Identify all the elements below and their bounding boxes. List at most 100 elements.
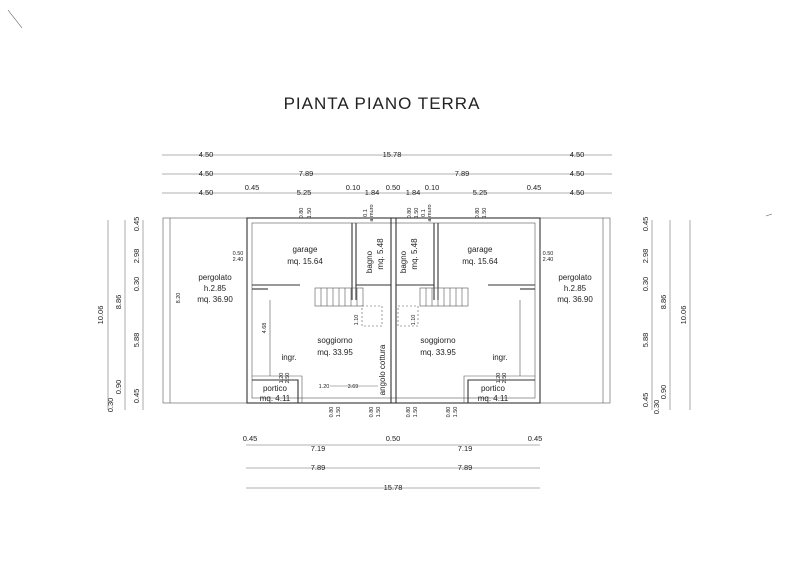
- portico-left-dim-b: 2.50: [285, 373, 291, 384]
- dim-right-total: 10.06: [679, 306, 688, 325]
- dim-bot3-0: 15.78: [384, 483, 403, 492]
- pergolato-right-height: h.2.85: [564, 284, 587, 293]
- stairs-right-treads: [425, 288, 463, 306]
- stairs-left: 1.10: [314, 287, 383, 327]
- portico-right-dim-a: 1.20: [496, 373, 502, 384]
- dim-left-4: 0.45: [132, 389, 141, 404]
- dim-top3-9: 0.45: [527, 183, 542, 192]
- corner-mark: [7, 9, 23, 29]
- win-top-r1-b: 1.50: [482, 208, 488, 219]
- ingr-right-label: ingr.: [492, 353, 507, 362]
- portico-left-name: portico: [263, 384, 288, 393]
- dim-top3-4: 1.84: [365, 188, 380, 197]
- portico-right-wall: [467, 379, 535, 403]
- dim-left-1: 2.98: [132, 249, 141, 264]
- portico-right-dim-b: 2.50: [502, 373, 508, 384]
- edge-mark: [765, 213, 773, 217]
- dim-top2-c: 7.89: [455, 169, 470, 178]
- portico-left-inner: [252, 375, 303, 403]
- plan-title: PIANTA PIANO TERRA: [284, 94, 481, 113]
- dim-top3-5: 0.50: [386, 183, 401, 192]
- win-top-r1-a: 0.80: [475, 208, 481, 219]
- dim-bot1-1: 7.19: [311, 444, 326, 453]
- portico-right-inner: [463, 375, 535, 403]
- dim-top3-10: 4.50: [570, 188, 585, 197]
- win-bot-1-b: 1.50: [336, 407, 342, 418]
- pergolato-left-name: pergolato: [198, 273, 232, 282]
- portico-left-area: mq. 4.11: [260, 394, 291, 403]
- dim-left-0: 0.45: [132, 217, 141, 232]
- stairs-right-landing: [397, 305, 419, 327]
- garage-right-name: garage: [468, 245, 493, 254]
- win-side-left-a: 0.50: [233, 251, 244, 257]
- win-bot-1-a: 0.80: [329, 407, 335, 418]
- win-bot-3-a: 0.80: [406, 407, 412, 418]
- dim-top1-left: 4.50: [199, 150, 214, 159]
- dim-right-4: 0.45: [641, 393, 650, 408]
- portico-left-wall: [252, 379, 299, 403]
- pergola-right: [539, 217, 611, 404]
- garage-right-area: mq. 15.64: [462, 257, 498, 266]
- garage-left-area: mq. 15.64: [287, 257, 323, 266]
- stairs-left-landing: [361, 305, 383, 327]
- win-side-right-b: 2.40: [543, 257, 554, 263]
- window-annotations: 0.80 1.50 0.1 a muro 0.80 1.50 0.1 a mur…: [233, 204, 554, 417]
- stairs-left-treads: [320, 288, 358, 306]
- pergola-left: [162, 217, 248, 404]
- win-bot-4-a: 0.80: [446, 407, 452, 418]
- bagno-right-area: mq. 5.48: [410, 238, 419, 270]
- dim-bot1-0: 0.45: [243, 434, 258, 443]
- dim-right-small-b: 0.90: [659, 385, 668, 400]
- dim-bot1-4: 0.45: [528, 434, 543, 443]
- pergolato-right-area: mq. 36.90: [557, 295, 593, 304]
- inner-wall-line: [251, 222, 536, 399]
- soggiorno-right-area: mq. 33.95: [420, 348, 456, 357]
- dim-left-small-a: 0.30: [106, 398, 115, 413]
- pergolato-right-name: pergolato: [558, 273, 592, 282]
- dim-right-3: 5.88: [641, 333, 650, 348]
- stair-label-left: 1.10: [354, 315, 360, 326]
- win-top-r2-d: a muro: [427, 204, 433, 221]
- dim-top3-6: 1.84: [406, 188, 421, 197]
- dim-top1-center: 15.78: [383, 150, 402, 159]
- win-top-l1-b: 1.50: [307, 208, 313, 219]
- inner-small-dim: 1.20: [319, 384, 330, 390]
- win-top-l2-a: 0.1: [363, 209, 369, 217]
- bagno-left-name: bagno: [365, 250, 374, 273]
- stairs-right: 1.10: [397, 287, 469, 327]
- inner-width-dim: 3.69: [348, 384, 359, 390]
- dim-left-mid: 8.86: [114, 295, 123, 310]
- dim-top3-7: 0.10: [425, 183, 440, 192]
- win-side-left-b: 2.40: [233, 257, 244, 263]
- right-dimensions: 0.45 2.98 0.30 5.88 0.45 8.86 10.06 0.90…: [641, 213, 773, 415]
- ingr-left-label: ingr.: [281, 353, 296, 362]
- dim-right-small-a: 0.30: [652, 400, 661, 415]
- garage-left-name: garage: [293, 245, 318, 254]
- top-dimensions: 4.50 15.78 4.50 4.50 7.89 7.89 4.50 4.50…: [162, 150, 612, 197]
- pergolato-left-height: h.2.85: [204, 284, 227, 293]
- left-dimensions: 10.06 8.86 0.45 2.98 0.30 5.88 0.45 0.90…: [96, 217, 144, 413]
- stair-label-right: 1.10: [411, 315, 417, 326]
- pergola-depth-left: 8.20: [176, 293, 182, 304]
- portico-right-name: portico: [481, 384, 506, 393]
- dim-top2-d: 4.50: [570, 169, 585, 178]
- win-top-l1-a: 0.80: [299, 208, 305, 219]
- dim-top3-3: 0.10: [346, 183, 361, 192]
- dim-left-3: 5.88: [132, 333, 141, 348]
- dim-top3-0: 4.50: [199, 188, 214, 197]
- bagno-right-name: bagno: [399, 250, 408, 273]
- dim-right-mid: 8.86: [659, 295, 668, 310]
- dim-top3-1: 0.45: [245, 183, 260, 192]
- dim-top2-a: 4.50: [199, 169, 214, 178]
- outer-wall: [246, 217, 541, 404]
- dim-bot1-3: 7.19: [458, 444, 473, 453]
- portico-right-area: mq. 4.11: [478, 394, 509, 403]
- soggiorno-left-name: soggiorno: [317, 336, 353, 345]
- angolo-cottura-label: angolo cottura: [378, 344, 387, 395]
- dim-left-total: 10.06: [96, 306, 105, 325]
- dim-right-2: 0.30: [641, 277, 650, 292]
- soggiorno-right-name: soggiorno: [420, 336, 456, 345]
- soggiorno-left-area: mq. 33.95: [317, 348, 353, 357]
- win-top-l2-b: a muro: [369, 204, 375, 221]
